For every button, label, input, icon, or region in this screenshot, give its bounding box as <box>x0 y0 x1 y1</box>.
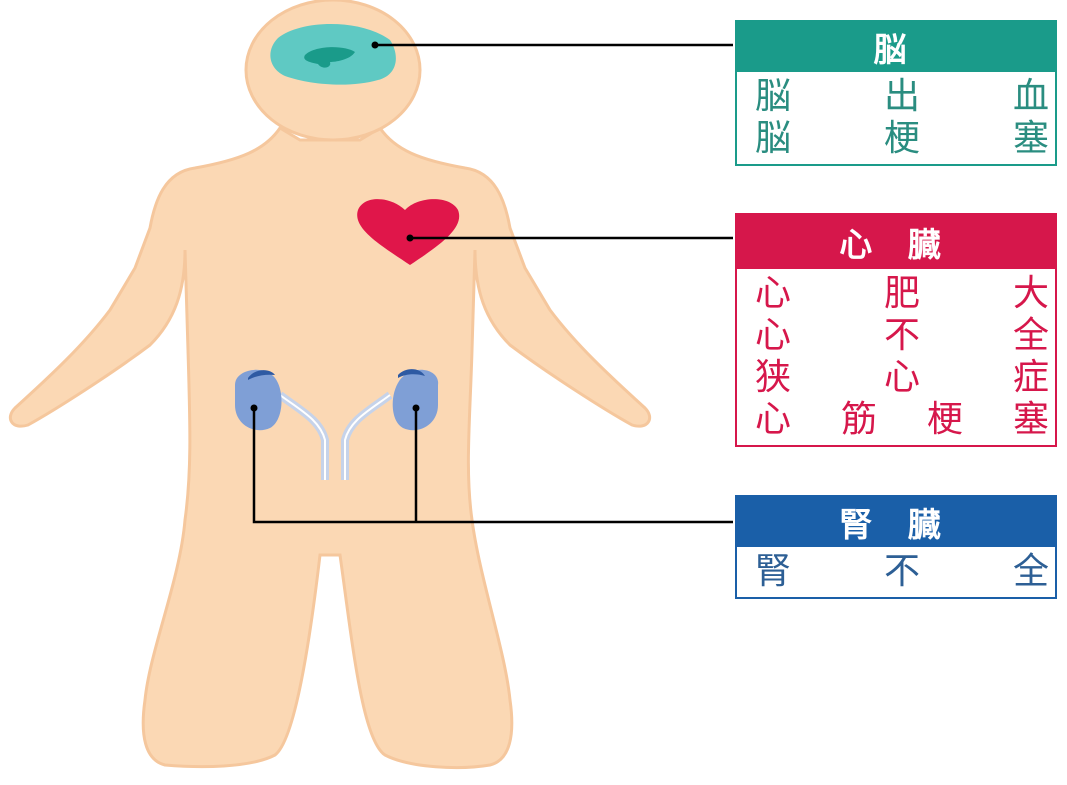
disease-char: 不 <box>884 551 920 593</box>
disease-char: 症 <box>1013 357 1049 399</box>
disease-char: 筋 <box>841 399 877 441</box>
heart-disease-row: 心 肥 大 <box>755 273 1049 315</box>
disease-char: 塞 <box>1013 399 1049 441</box>
heart-disease-row: 心 筋 梗 塞 <box>755 399 1049 441</box>
disease-char: 脳 <box>755 76 791 118</box>
kidney-panel-title: 腎 臓 <box>737 497 1055 547</box>
human-body-silhouette <box>10 0 649 768</box>
disease-char: 塞 <box>1013 118 1049 160</box>
disease-char: 不 <box>884 315 920 357</box>
disease-char: 梗 <box>927 399 963 441</box>
brain-panel-body: 脳 出 血 脳 梗 塞 <box>737 72 1055 164</box>
heart-disease-row: 心 不 全 <box>755 315 1049 357</box>
disease-char: 心 <box>884 357 920 399</box>
kidney-disease-panel: 腎 臓 腎 不 全 <box>735 495 1057 599</box>
disease-char: 大 <box>1013 273 1049 315</box>
disease-char: 血 <box>1013 76 1049 118</box>
disease-char: 心 <box>755 273 791 315</box>
disease-char: 全 <box>1013 551 1049 593</box>
disease-char: 肥 <box>884 273 920 315</box>
brain-disease-row: 脳 梗 塞 <box>755 118 1049 160</box>
heart-disease-panel: 心 臓 心 肥 大 心 不 全 狭 心 症 心 筋 梗 塞 <box>735 213 1057 447</box>
disease-char: 心 <box>755 315 791 357</box>
brain-panel-title: 脳 <box>737 22 1055 72</box>
kidney-panel-body: 腎 不 全 <box>737 547 1055 597</box>
disease-char: 出 <box>884 76 920 118</box>
disease-char: 腎 <box>755 551 791 593</box>
brain-disease-panel: 脳 脳 出 血 脳 梗 塞 <box>735 20 1057 166</box>
disease-char: 全 <box>1013 315 1049 357</box>
disease-char: 心 <box>755 399 791 441</box>
disease-char: 梗 <box>884 118 920 160</box>
heart-disease-row: 狭 心 症 <box>755 357 1049 399</box>
kidney-disease-row: 腎 不 全 <box>755 551 1049 593</box>
brain-disease-row: 脳 出 血 <box>755 76 1049 118</box>
disease-char: 狭 <box>755 357 791 399</box>
disease-char: 脳 <box>755 118 791 160</box>
heart-panel-body: 心 肥 大 心 不 全 狭 心 症 心 筋 梗 塞 <box>737 269 1055 445</box>
heart-panel-title: 心 臓 <box>737 215 1055 269</box>
brain-organ <box>270 24 396 85</box>
